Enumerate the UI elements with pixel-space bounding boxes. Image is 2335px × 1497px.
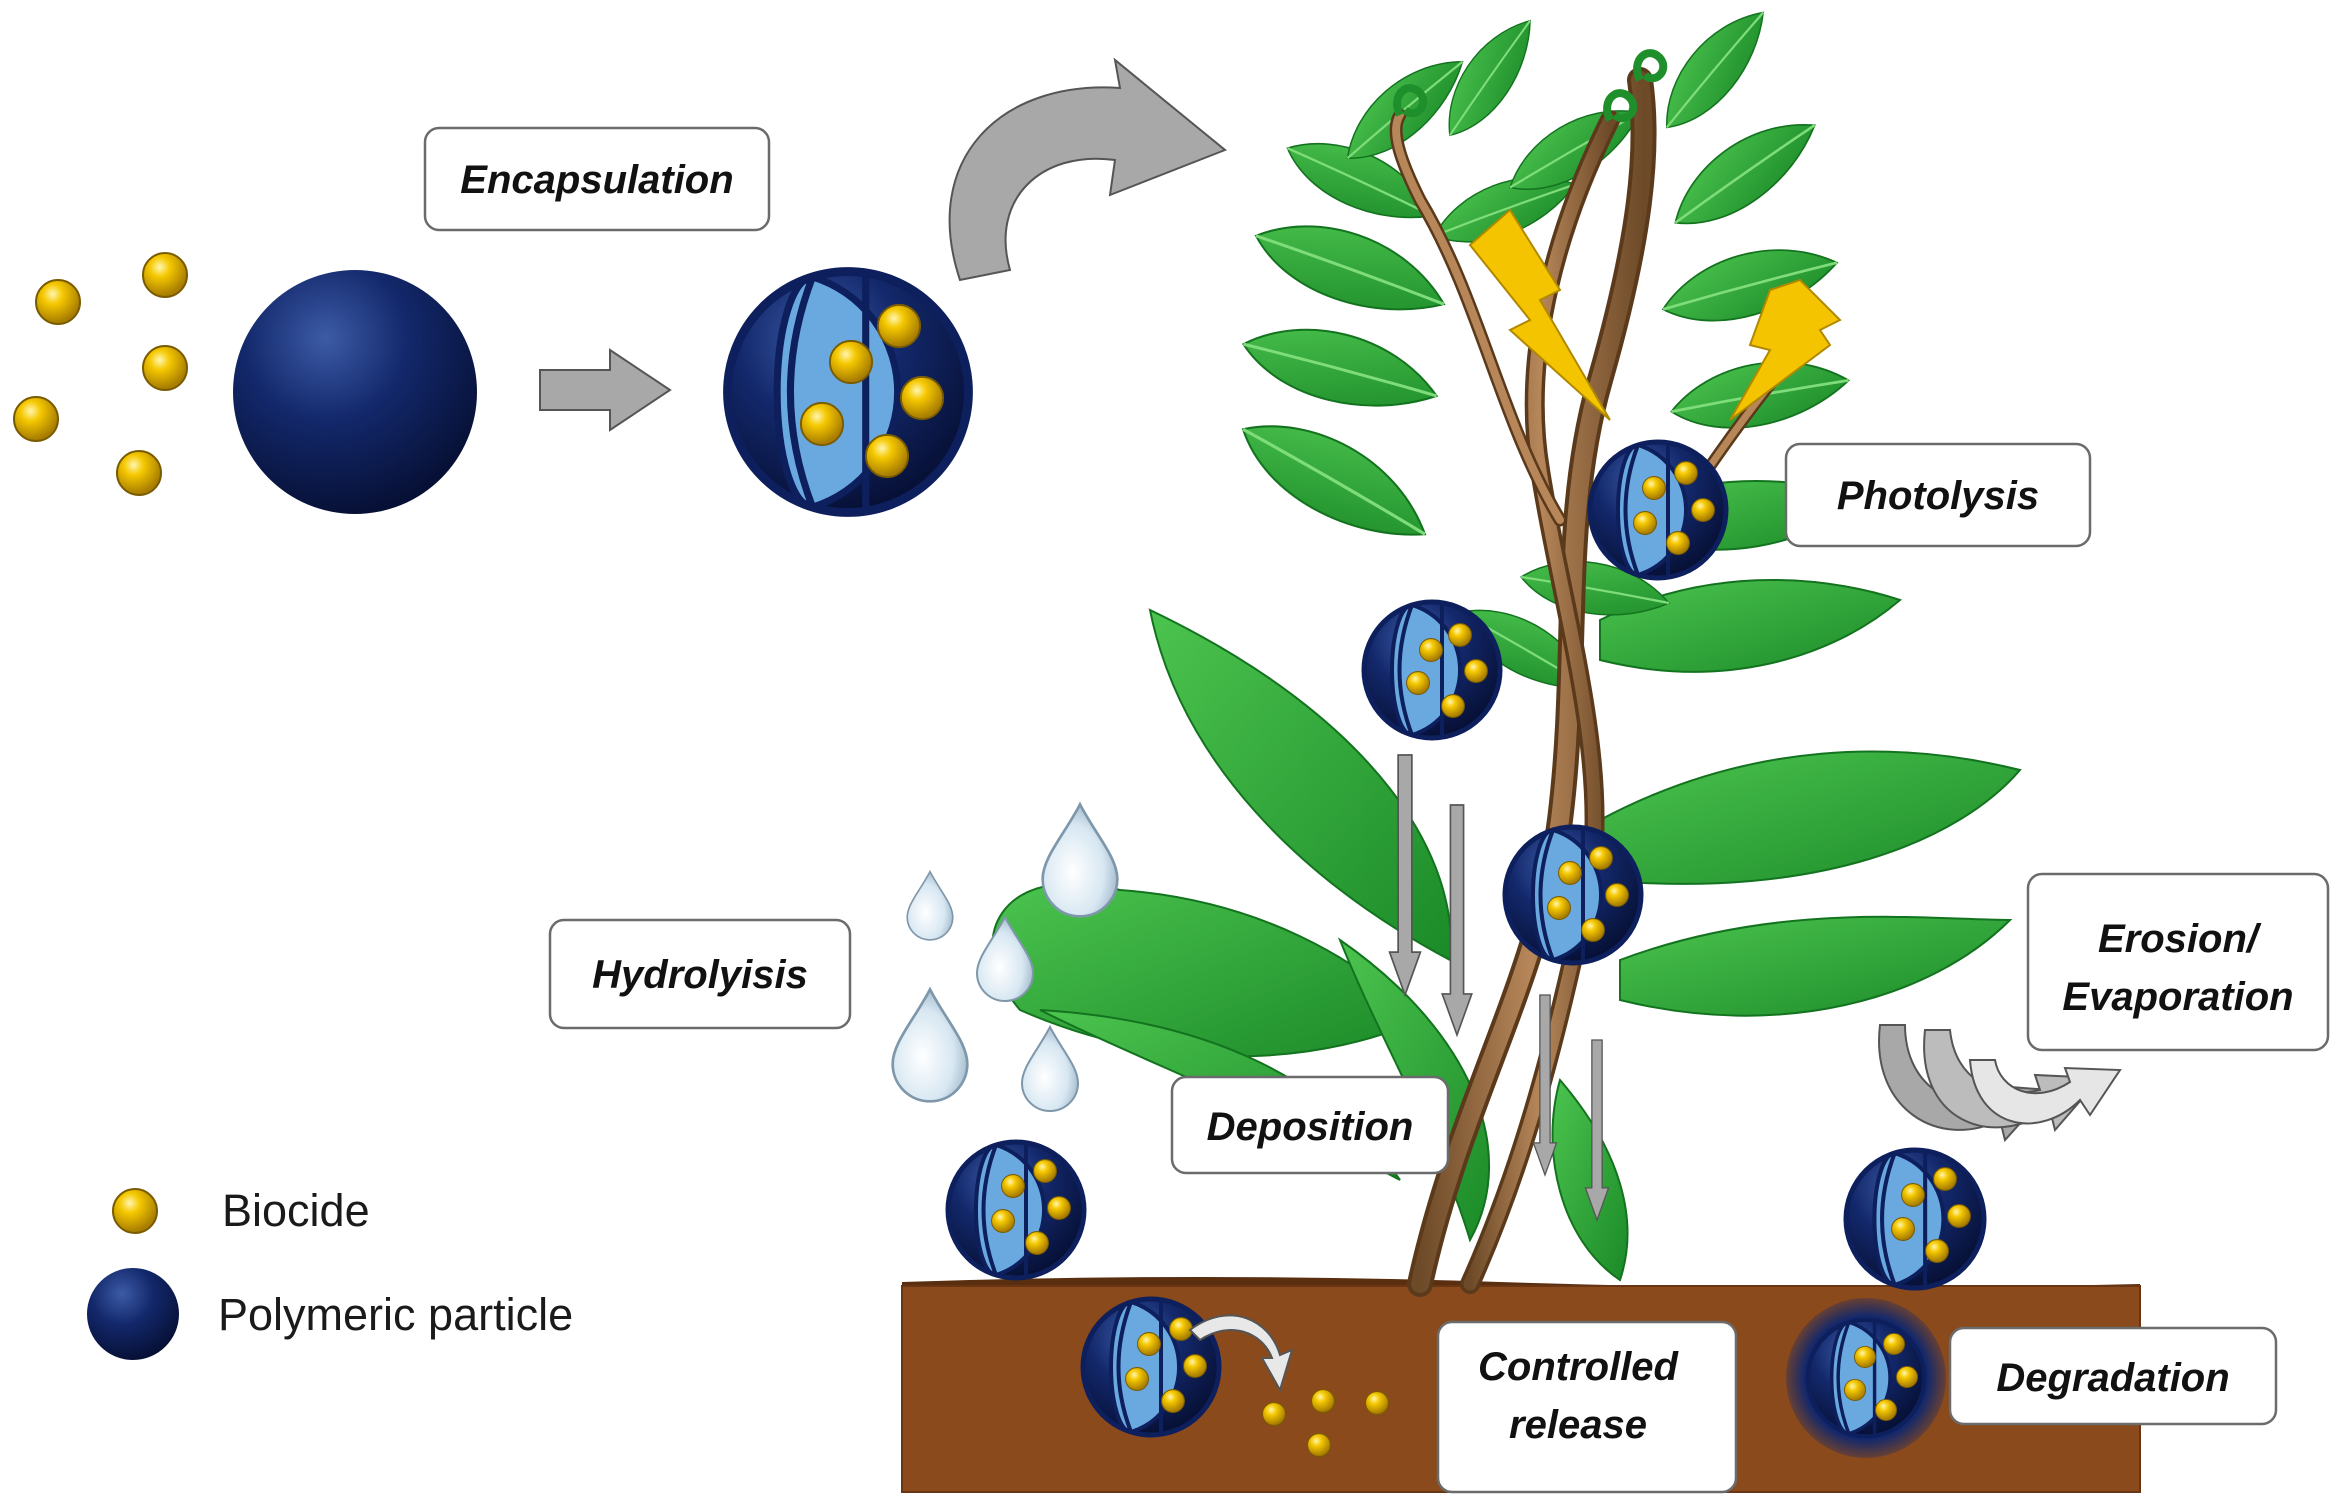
capsule-controlled-release [1083,1299,1294,1435]
label-photolysis-text: Photolysis [1837,474,2039,518]
label-photolysis: Photolysis [1784,442,2092,548]
label-erosion: Erosion/ Evaporation [2026,872,2330,1052]
polymer-sphere [233,270,477,514]
label-hydrolysis: Hydrolyisis [548,918,852,1030]
curved-arrow-icon [948,57,1227,282]
label-hydrolysis-text: Hydrolyisis [592,953,808,997]
plant-leaves [991,0,2022,1282]
right-arrow-icon [539,348,672,432]
label-controlled-line1: Controlled [1478,1345,1680,1389]
legend-biocide-label: Biocide [222,1185,370,1236]
capsule-hydrolysis [948,1142,1084,1278]
capsule-degradation [1786,1298,1946,1458]
label-encapsulation: Encapsulation [423,126,771,232]
label-erosion-line2: Evaporation [2062,975,2293,1019]
capsule-plant-low [1505,827,1641,963]
free-biocides [13,252,188,496]
legend-particle-label: Polymeric particle [218,1289,573,1340]
capsule-top [728,272,969,513]
capsule-photolysis [1590,442,1726,578]
label-deposition-text: Deposition [1207,1105,1414,1149]
label-erosion-line1: Erosion/ [2098,917,2262,961]
label-controlled-release: Controlled release [1436,1320,1738,1494]
legend: Biocide Polymeric particle [87,1185,573,1360]
legend-biocide-icon [112,1188,158,1234]
label-encapsulation-text: Encapsulation [460,158,733,202]
label-controlled-line2: release [1509,1403,1647,1447]
legend-particle-icon [87,1268,179,1360]
label-degradation-text: Degradation [1996,1356,2229,1400]
capsule-erosion [1846,1150,1984,1288]
capsule-plant-mid [1364,602,1500,738]
label-degradation: Degradation [1948,1326,2278,1426]
label-deposition: Deposition [1170,1075,1450,1175]
lightning-icon [1468,208,1842,421]
erosion-arrows [1878,1024,2122,1143]
